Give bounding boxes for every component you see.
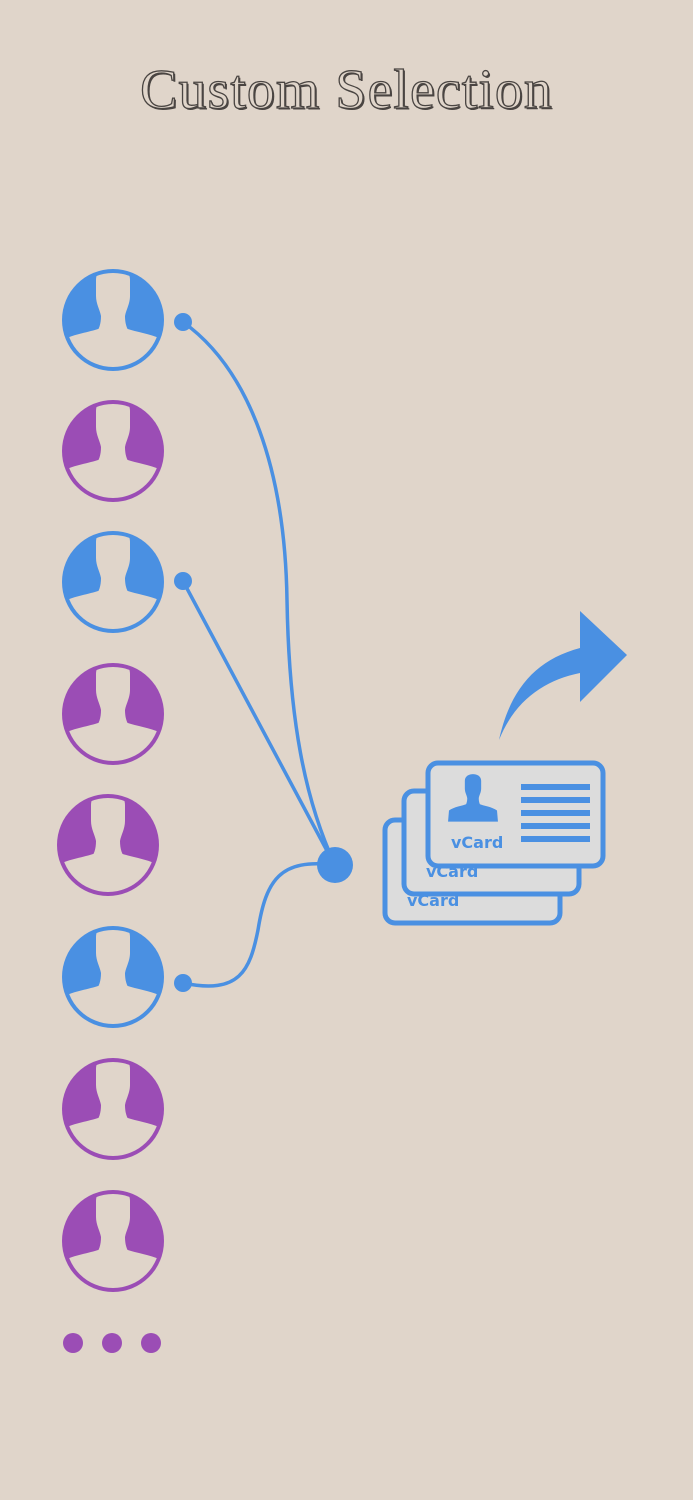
- vcard-stack: vCard vCard vCard: [382, 760, 606, 926]
- contact-avatar-5[interactable]: [48, 791, 168, 905]
- connector-endpoints: [174, 313, 353, 992]
- vcard-label: vCard: [451, 833, 503, 852]
- connector-line-6: [181, 862, 337, 988]
- vcard-front: vCard: [425, 760, 606, 869]
- contact-avatar-7[interactable]: [53, 1055, 173, 1169]
- endpoint-dot: [174, 572, 192, 590]
- connector-lines: [181, 320, 337, 988]
- contact-avatar-4[interactable]: [53, 660, 173, 774]
- person-icon: [448, 774, 498, 822]
- page-title: Custom Selection: [140, 58, 553, 121]
- hub-node: [317, 847, 353, 883]
- more-dots-icon[interactable]: [63, 1333, 161, 1353]
- contact-list: [48, 266, 173, 1301]
- endpoint-dot: [174, 974, 192, 992]
- endpoint-dot: [174, 313, 192, 331]
- connector-line-1: [181, 320, 337, 867]
- contact-avatar-3-selected[interactable]: [53, 528, 173, 642]
- contact-avatar-8[interactable]: [53, 1187, 173, 1301]
- contact-avatar-6-selected[interactable]: [53, 923, 173, 1037]
- contact-avatar-1-selected[interactable]: [53, 266, 173, 380]
- contact-avatar-2[interactable]: [53, 397, 173, 511]
- connector-line-3: [181, 579, 335, 864]
- share-arrow-icon[interactable]: [499, 611, 627, 740]
- card-text-lines-icon: [521, 784, 590, 842]
